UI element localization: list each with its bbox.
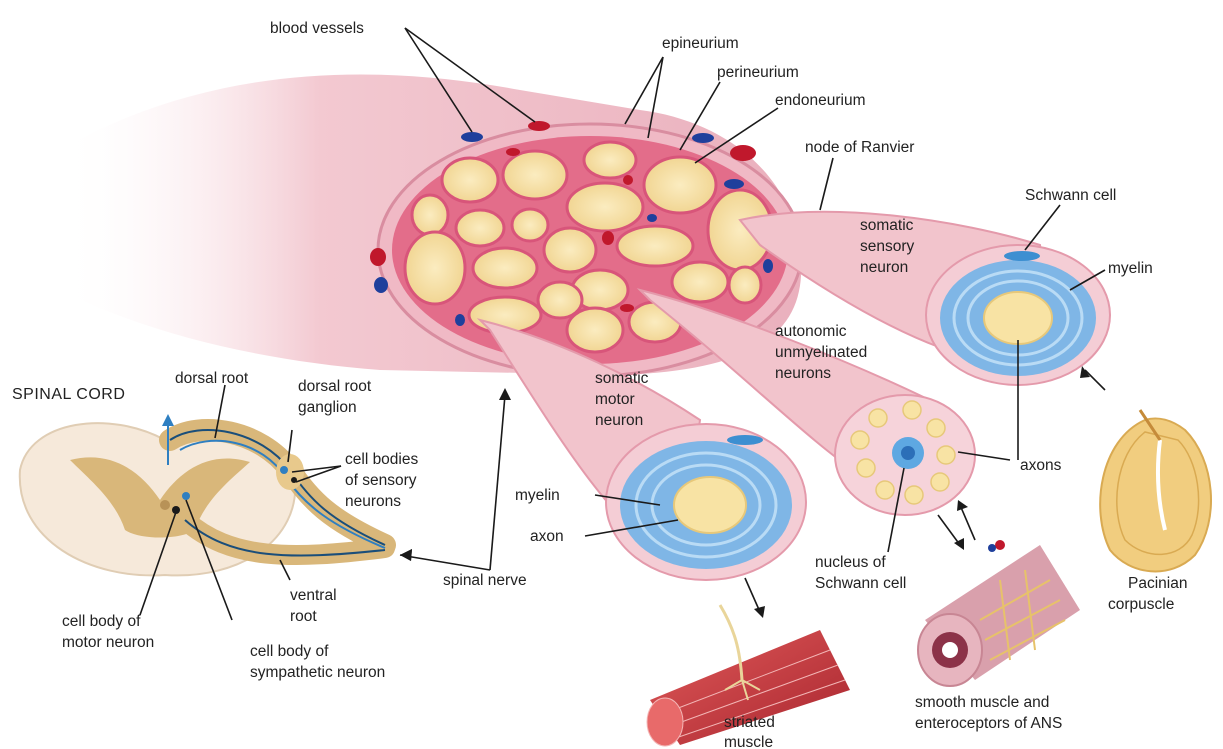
label-cell-bodies-sensory-1: cell bodies (345, 451, 418, 468)
label-striated-muscle-1: striated (724, 714, 775, 731)
label-dorsal-root: dorsal root (175, 370, 249, 387)
label-striated-muscle-2: muscle (724, 734, 773, 749)
pacinian-corpuscle (1100, 410, 1211, 571)
label-endoneurium: endoneurium (775, 92, 865, 109)
label-autonomic-1: autonomic (775, 323, 847, 340)
label-cell-bodies-sensory-3: neurons (345, 493, 401, 510)
label-somatic-motor-1: somatic (595, 370, 649, 387)
label-cell-body-sympathetic-2: sympathetic neuron (250, 664, 385, 681)
label-blood-vessels: blood vessels (270, 20, 364, 37)
label-cell-body-sympathetic-1: cell body of (250, 643, 329, 660)
label-cell-bodies-sensory-2: of sensory (345, 472, 417, 489)
label-myelin-right: myelin (1108, 260, 1153, 277)
label-somatic-sensory-1: somatic (860, 217, 914, 234)
label-somatic-sensory-3: neuron (860, 259, 908, 276)
label-autonomic-2: unmyelinated (775, 344, 867, 361)
label-nucleus-schwann-2: Schwann cell (815, 575, 906, 592)
label-cell-body-motor-2: motor neuron (62, 634, 154, 651)
label-axon: axon (530, 528, 564, 545)
label-pacinian-2: corpuscle (1108, 596, 1174, 613)
label-smooth-muscle-1: smooth muscle and (915, 694, 1049, 711)
label-epineurium: epineurium (662, 35, 739, 52)
label-dorsal-root-ganglion-2: ganglion (298, 399, 357, 416)
label-autonomic-3: neurons (775, 365, 831, 382)
label-somatic-motor-2: motor (595, 391, 635, 408)
label-cell-body-motor-1: cell body of (62, 613, 141, 630)
smooth-muscle-enteroceptors (918, 540, 1080, 686)
label-nucleus-schwann-1: nucleus of (815, 554, 886, 571)
label-axons: axons (1020, 457, 1062, 474)
label-schwann-cell: Schwann cell (1025, 187, 1116, 204)
label-somatic-sensory-2: sensory (860, 238, 915, 255)
label-spinal-cord: SPINAL CORD (12, 386, 125, 403)
label-myelin-left: myelin (515, 487, 560, 504)
label-spinal-nerve: spinal nerve (443, 572, 527, 589)
label-ventral-root-1: ventral (290, 587, 337, 604)
label-node-of-ranvier: node of Ranvier (805, 139, 914, 156)
label-perineurium: perineurium (717, 64, 799, 81)
label-pacinian-1: Pacinian (1128, 575, 1187, 592)
label-smooth-muscle-2: enteroceptors of ANS (915, 715, 1062, 732)
label-ventral-root-2: root (290, 608, 317, 625)
label-somatic-motor-3: neuron (595, 412, 643, 429)
label-dorsal-root-ganglion-1: dorsal root (298, 378, 372, 395)
